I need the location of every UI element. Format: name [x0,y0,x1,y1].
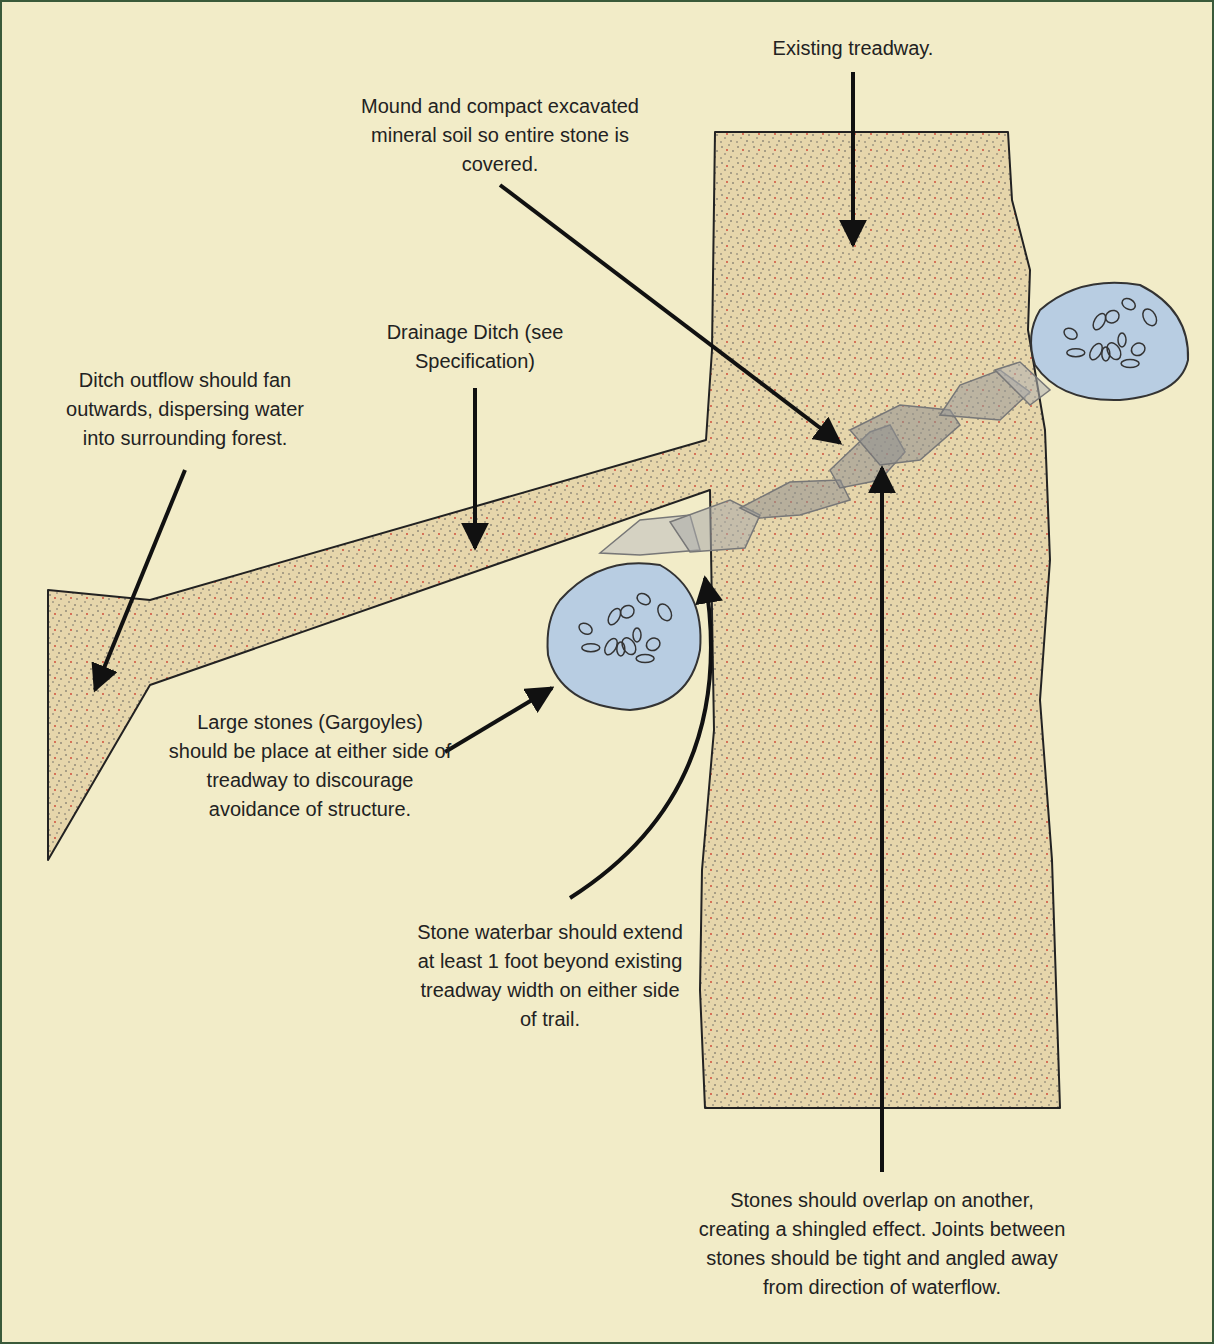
stone-texture [1120,296,1137,312]
stone-texture [606,606,624,627]
stone-texture [635,591,652,607]
callout-note: Stone waterbar should extend at least 1 … [415,918,685,1034]
stone-texture [577,621,594,637]
stone-texture [1091,311,1109,332]
callout-note: Ditch outflow should fan outwards, dispe… [60,366,310,453]
stone-texture [582,644,600,652]
callout-note: Mound and compact excavated mineral soil… [355,92,645,179]
stone-texture [1129,341,1147,358]
callout-note: Drainage Ditch (see Specification) [360,318,590,376]
stone-texture [619,635,638,657]
stone-texture [1104,340,1123,362]
callout-note: Large stones (Gargoyles) should be place… [165,708,455,824]
stone-texture [655,602,674,624]
callout-note: Stones should overlap on another, creati… [692,1186,1072,1302]
stone-texture [644,636,662,653]
stone-texture [1140,307,1159,329]
stone-texture [636,655,654,663]
stone-texture [1118,333,1126,347]
stone-texture [1062,326,1079,342]
stone-texture [1121,360,1139,368]
stone-texture [1067,349,1085,357]
callout-note: Existing treadway. [733,34,973,63]
stone-texture [633,628,641,642]
